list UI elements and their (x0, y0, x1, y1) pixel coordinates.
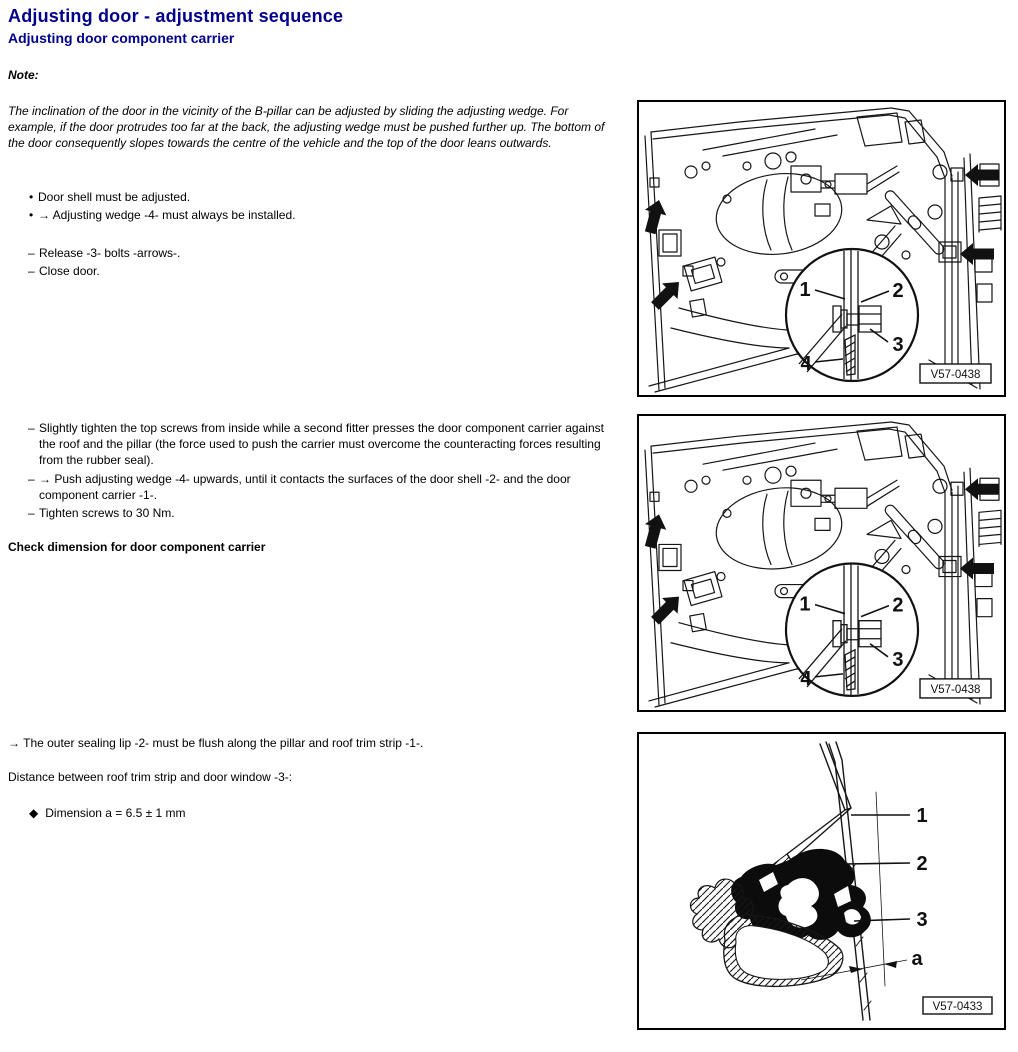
seal-tube-inner (734, 925, 829, 980)
diamond-marker: ◆ (29, 806, 39, 820)
flush-instruction: → The outer sealing lip -2- must be flus… (8, 736, 424, 750)
distance-instruction: Distance between roof trim strip and doo… (8, 770, 293, 784)
list-item: • Door shell must be adjusted. (29, 188, 609, 206)
dash-marker: – (28, 506, 35, 521)
figure-seal-cross-section: 1 2 3 a V57-0433 (637, 732, 1006, 1030)
list-item: • → Adjusting wedge -4- must always be i… (29, 206, 609, 224)
callout-a: a (911, 948, 923, 970)
section-heading-check-dimension: Check dimension for door component carri… (8, 540, 266, 554)
step-item: – → Push adjusting wedge -4- upwards, un… (28, 471, 608, 503)
page-subtitle: Adjusting door component carrier (8, 30, 235, 46)
note-label: Note: (8, 68, 39, 82)
step-text: Slightly tighten the top screws from ins… (39, 421, 604, 468)
step-item: – Slightly tighten the top screws from i… (28, 420, 608, 469)
door-figure-svg (639, 106, 1003, 394)
step-list-release: – Release -3- bolts -arrows-. – Close do… (28, 244, 608, 280)
dimension-text: Dimension a = 6.5 ± 1 mm (45, 806, 186, 820)
step-text: Release -3- bolts -arrows-. (39, 246, 181, 260)
step-text: → Push adjusting wedge -4- upwards, unti… (39, 471, 571, 502)
figure-ref-text: V57-0433 (933, 1001, 983, 1013)
step-item: – Release -3- bolts -arrows-. (28, 244, 608, 262)
callout-2: 2 (916, 853, 927, 875)
bullet-marker: • (29, 190, 34, 204)
dash-marker: – (28, 246, 35, 260)
step-item: – Tighten screws to 30 Nm. (28, 505, 608, 521)
figure-door-adjustment-1 (637, 100, 1006, 397)
seal-figure-svg: 1 2 3 a V57-0433 (689, 741, 993, 1021)
dash-marker: – (28, 471, 35, 486)
figure-ref-label: V57-0433 (922, 996, 993, 1015)
figure-door-adjustment-2 (637, 414, 1006, 712)
dash-marker: – (28, 421, 35, 435)
list-item-text: Door shell must be adjusted. (38, 190, 191, 204)
step-item: – Close door. (28, 262, 608, 280)
page-title: Adjusting door - adjustment sequence (8, 6, 344, 26)
list-item-text: → Adjusting wedge -4- must always be ins… (38, 208, 296, 222)
step-text: Tighten screws to 30 Nm. (39, 506, 175, 521)
dash-marker: – (28, 264, 35, 278)
door-figure-svg (639, 420, 1003, 709)
callout-1: 1 (916, 805, 927, 827)
bullet-marker: • (29, 208, 34, 222)
bullet-list: • Door shell must be adjusted. • → Adjus… (29, 188, 609, 224)
dimension-spec: ◆ Dimension a = 6.5 ± 1 mm (29, 806, 186, 820)
step-text: Close door. (39, 264, 100, 278)
note-paragraph: The inclination of the door in the vicin… (8, 104, 605, 150)
callout-3: 3 (916, 909, 927, 931)
dimension-a (800, 959, 908, 981)
step-list-tighten: – Slightly tighten the top screws from i… (28, 420, 608, 523)
